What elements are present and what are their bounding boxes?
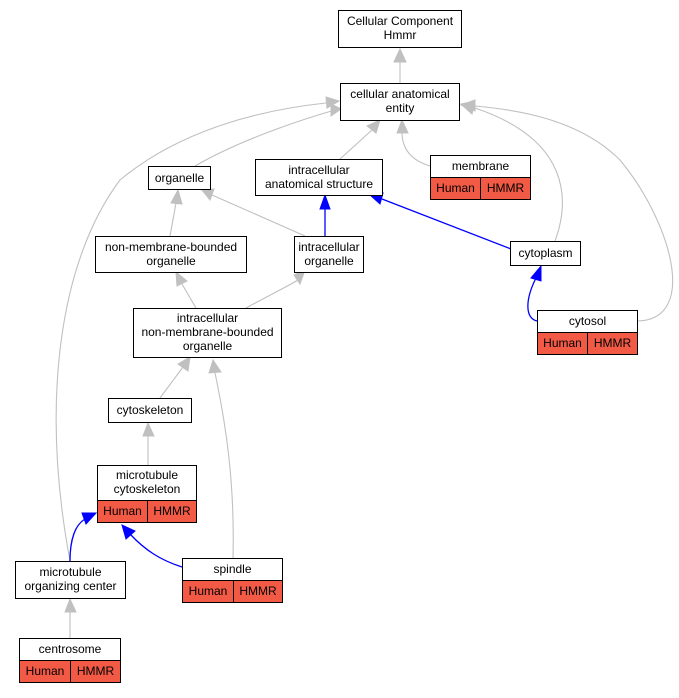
node-label: intracellular <box>298 240 359 254</box>
species-label: Human <box>436 181 475 195</box>
node-cytoskeleton[interactable]: cytoskeleton <box>108 398 192 423</box>
node-label: intracellular <box>288 163 349 177</box>
node-label: microtubule <box>39 565 101 579</box>
node-label: membrane <box>452 159 510 173</box>
node-intracellular-anatomical-structure[interactable]: intracellular anatomical structure <box>255 159 383 196</box>
node-organelle[interactable]: organelle <box>148 166 211 190</box>
gene-label: HMMR <box>77 664 115 678</box>
arrowhead <box>64 597 77 613</box>
edges-is-a <box>55 47 674 638</box>
node-label: cytoskeleton <box>117 403 184 417</box>
edge-cytoskeleton-to-inmbo <box>159 366 184 399</box>
arrowhead <box>208 358 222 374</box>
node-intracellular-organelle[interactable]: intracellular organelle <box>294 236 364 273</box>
arrowhead <box>459 99 476 112</box>
node-cytoplasm[interactable]: cytoplasm <box>510 241 581 266</box>
species-label: Human <box>543 336 582 350</box>
node-label: non-membrane-bounded <box>105 240 237 254</box>
edge-cytoplasm-to-cae <box>474 107 563 242</box>
edge-membrane-to-cae <box>401 131 431 167</box>
node-label: organelle <box>304 254 354 268</box>
node-label: Cellular Component <box>347 14 454 28</box>
node-centrosome[interactable]: centrosome Human HMMR <box>19 638 121 683</box>
edge-cytoplasm-to-ias <box>381 198 512 250</box>
arrowhead <box>396 118 409 134</box>
gene-label: HMMR <box>594 336 632 350</box>
gene-label: HMMR <box>153 504 191 518</box>
edge-mtoc-to-mtcs <box>69 518 86 562</box>
node-label: cytosol <box>569 314 606 328</box>
gene-cell <box>480 177 531 200</box>
edge-inmbo-to-io <box>245 279 299 309</box>
node-spindle[interactable]: spindle Human HMMR <box>182 558 283 603</box>
node-label: Hmmr <box>384 28 417 42</box>
node-cytosol[interactable]: cytosol Human HMMR <box>537 310 638 355</box>
gene-label: HMMR <box>487 181 525 195</box>
gene-label: HMMR <box>239 584 277 598</box>
node-label: cytoskeleton <box>114 482 181 496</box>
edge-spindle-to-mtcs <box>129 533 183 568</box>
arrowhead <box>201 188 215 202</box>
node-label: organelle <box>155 171 205 185</box>
node-label: non-membrane-bounded <box>141 325 273 339</box>
node-label: cytoplasm <box>518 246 572 260</box>
node-intracellular-non-membrane-bounded-organelle[interactable]: intracellular non-membrane-bounded organ… <box>133 308 282 358</box>
node-label: organizing center <box>24 579 116 593</box>
arrowhead <box>177 356 191 372</box>
node-cellular-component-root[interactable]: Cellular Component Hmmr <box>338 10 462 48</box>
species-label: Human <box>189 584 228 598</box>
gene-cell <box>587 332 638 355</box>
edge-cytosol-to-cytoplasm <box>527 277 538 322</box>
node-membrane[interactable]: membrane Human HMMR <box>430 155 531 200</box>
species-label: Human <box>103 504 142 518</box>
edge-ias-to-cae <box>339 129 373 160</box>
gene-cell <box>70 660 121 683</box>
arrowhead <box>170 188 183 205</box>
node-label: organelle <box>146 254 196 268</box>
arrowhead <box>393 47 407 63</box>
arrowhead <box>142 421 155 437</box>
node-label: centrosome <box>39 642 102 656</box>
node-label: anatomical structure <box>265 177 373 191</box>
edge-nmbo-to-organelle <box>169 202 177 237</box>
node-non-membrane-bounded-organelle[interactable]: non-membrane-bounded organelle <box>95 236 247 273</box>
edge-io-to-organelle <box>211 194 306 237</box>
edge-inmbo-to-nmbo <box>181 283 197 309</box>
node-label: microtubule <box>116 468 178 482</box>
node-microtubule-organizing-center[interactable]: microtubule organizing center <box>15 561 126 599</box>
arrowhead <box>366 119 381 134</box>
arrowhead <box>175 270 188 287</box>
edge-organelle-to-cae <box>194 109 336 167</box>
node-microtubule-cytoskeleton[interactable]: microtubule cytoskeleton Human HMMR <box>97 465 197 523</box>
node-cellular-anatomical-entity[interactable]: cellular anatomical entity <box>340 83 460 121</box>
edge-spindle-to-inmbo <box>214 372 234 559</box>
node-label: cellular anatomical <box>350 87 449 101</box>
arrowhead <box>81 512 98 525</box>
edge-cytosol-to-cae <box>474 105 674 322</box>
node-label: intracellular <box>177 311 238 325</box>
arrowhead <box>325 96 341 109</box>
arrowhead <box>319 193 331 210</box>
node-label: entity <box>386 101 415 115</box>
edge-mtoc-to-cae <box>55 102 327 562</box>
arrowhead <box>530 264 542 282</box>
arrowhead <box>121 524 136 540</box>
gene-cell <box>233 580 283 603</box>
species-label: Human <box>26 664 65 678</box>
node-label: organelle <box>183 339 233 353</box>
node-label: spindle <box>213 562 251 576</box>
arrowhead <box>330 103 342 117</box>
gene-cell <box>147 500 197 523</box>
